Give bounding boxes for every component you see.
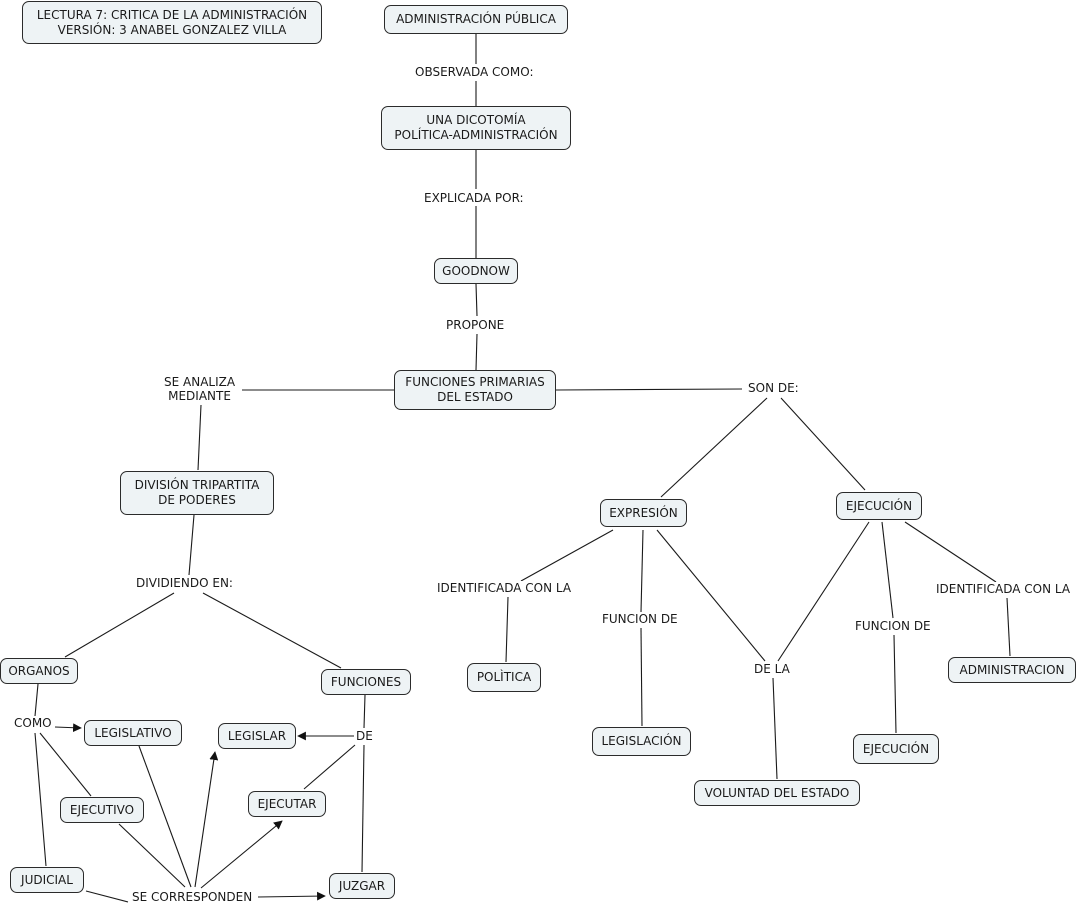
line-goodnow-propone: [475, 283, 478, 317]
line-organos-como: [34, 683, 39, 717]
line-ejecucion-identificada: [904, 521, 997, 583]
line-seanaliza-division: [197, 404, 202, 471]
line-secorresponden-legislar: [194, 751, 219, 888]
line-como-ejecutivo: [39, 732, 92, 797]
link-se-corresponden: SE CORRESPONDEN: [130, 890, 255, 904]
line-ejecucion-dela: [777, 521, 870, 662]
concept-organos[interactable]: ORGANOS: [0, 658, 78, 684]
line-funciones-sonde: [555, 388, 743, 391]
concept-funciones-primarias[interactable]: FUNCIONES PRIMARIAS DEL ESTADO: [394, 370, 556, 410]
line-division-dividiendo: [188, 514, 195, 576]
line-expresion-dela: [656, 529, 766, 662]
concept-voluntad-del-estado[interactable]: VOLUNTAD DEL ESTADO: [694, 780, 860, 806]
link-identificada-con-la-politica: IDENTIFICADA CON LA: [435, 581, 574, 595]
link-explicada-por: EXPLICADA POR:: [422, 191, 526, 205]
link-de: DE: [354, 729, 375, 743]
line-expresion-identificada: [520, 529, 614, 582]
line-ejecutivo-secorresponden: [118, 823, 186, 888]
line-sonde-ejecucion: [780, 397, 866, 491]
concept-ejecutivo[interactable]: EJECUTIVO: [60, 797, 144, 823]
line-dividiendo-organos: [64, 592, 175, 658]
link-funcion-de-legislacion: FUNCION DE: [600, 612, 680, 626]
line-funciones-de: [363, 694, 366, 729]
concept-administracion-publica[interactable]: ADMINISTRACIÓN PÚBLICA: [384, 5, 568, 34]
concept-expresion[interactable]: EXPRESIÓN: [600, 499, 687, 527]
map-title-line2: VERSIÓN: 3 ANABEL GONZALEZ VILLA: [57, 22, 287, 37]
concept-legislar[interactable]: LEGISLAR: [218, 723, 296, 749]
line-ejecucion-funciondeejec: [881, 521, 894, 619]
line-secorresponden-ejecutar: [200, 820, 283, 889]
concept-funciones[interactable]: FUNCIONES: [321, 669, 411, 695]
line-de-ejecutar: [303, 744, 356, 790]
line-judicial-secorresponden: [85, 890, 129, 903]
line-propone-funciones: [475, 333, 478, 371]
concept-administracion[interactable]: ADMINISTRACION: [948, 657, 1076, 683]
line-dividiendo-funciones: [202, 592, 342, 669]
line-como-judicial: [34, 732, 47, 867]
line-funciondelegis-legislacion: [640, 627, 643, 727]
concept-division-tripartita[interactable]: DIVISIÓN TRIPARTITA DE PODERES: [120, 471, 274, 515]
line-secorresponden-juzgar: [257, 891, 326, 901]
link-funcion-de-ejecucion: FUNCION DE: [853, 619, 933, 633]
concept-ejecucion-bottom[interactable]: EJECUCIÓN: [853, 734, 939, 764]
link-son-de: SON DE:: [746, 381, 801, 395]
concept-judicial[interactable]: JUDICIAL: [10, 867, 84, 893]
concept-goodnow[interactable]: GOODNOW: [434, 258, 518, 284]
link-observada-como: OBSERVADA COMO:: [413, 65, 536, 79]
concept-dicotomia[interactable]: UNA DICOTOMÍA POLÍTICA-ADMINISTRACIÓN: [381, 106, 571, 150]
line-sonde-expresion: [660, 397, 768, 498]
map-title-line1: LECTURA 7: CRITICA DE LA ADMINISTRACIÓN: [36, 7, 308, 22]
line-legislativo-secorresponden: [138, 745, 192, 888]
link-de-la: DE LA: [752, 662, 792, 676]
link-propone: PROPONE: [444, 318, 507, 332]
link-identificada-con-la-administracion: IDENTIFICADA CON LA: [934, 582, 1073, 596]
link-como: COMO: [12, 716, 54, 730]
line-dela-voluntad: [772, 677, 778, 780]
line-identificada-administracion: [1006, 597, 1011, 657]
line-expresion-funciondelegis: [640, 529, 644, 613]
line-de-juzgar: [361, 744, 365, 873]
line-como-legislativo: [54, 723, 82, 733]
concept-legislacion[interactable]: LEGISLACIÓN: [592, 727, 691, 756]
concept-politica[interactable]: POLÌTICA: [467, 663, 541, 692]
concept-ejecutar[interactable]: EJECUTAR: [248, 791, 326, 817]
line-identificada-politica: [505, 596, 509, 663]
link-se-analiza-mediante: SE ANALIZA MEDIANTE: [162, 375, 238, 403]
map-title: LECTURA 7: CRITICA DE LA ADMINISTRACIÓN …: [22, 1, 322, 44]
concept-ejecucion-top[interactable]: EJECUCIÓN: [836, 492, 922, 520]
concept-juzgar[interactable]: JUZGAR: [329, 873, 395, 899]
line-funciondeejec-ejecucion: [893, 634, 897, 734]
link-dividiendo-en: DIVIDIENDO EN:: [134, 576, 235, 590]
concept-legislativo[interactable]: LEGISLATIVO: [84, 720, 182, 746]
